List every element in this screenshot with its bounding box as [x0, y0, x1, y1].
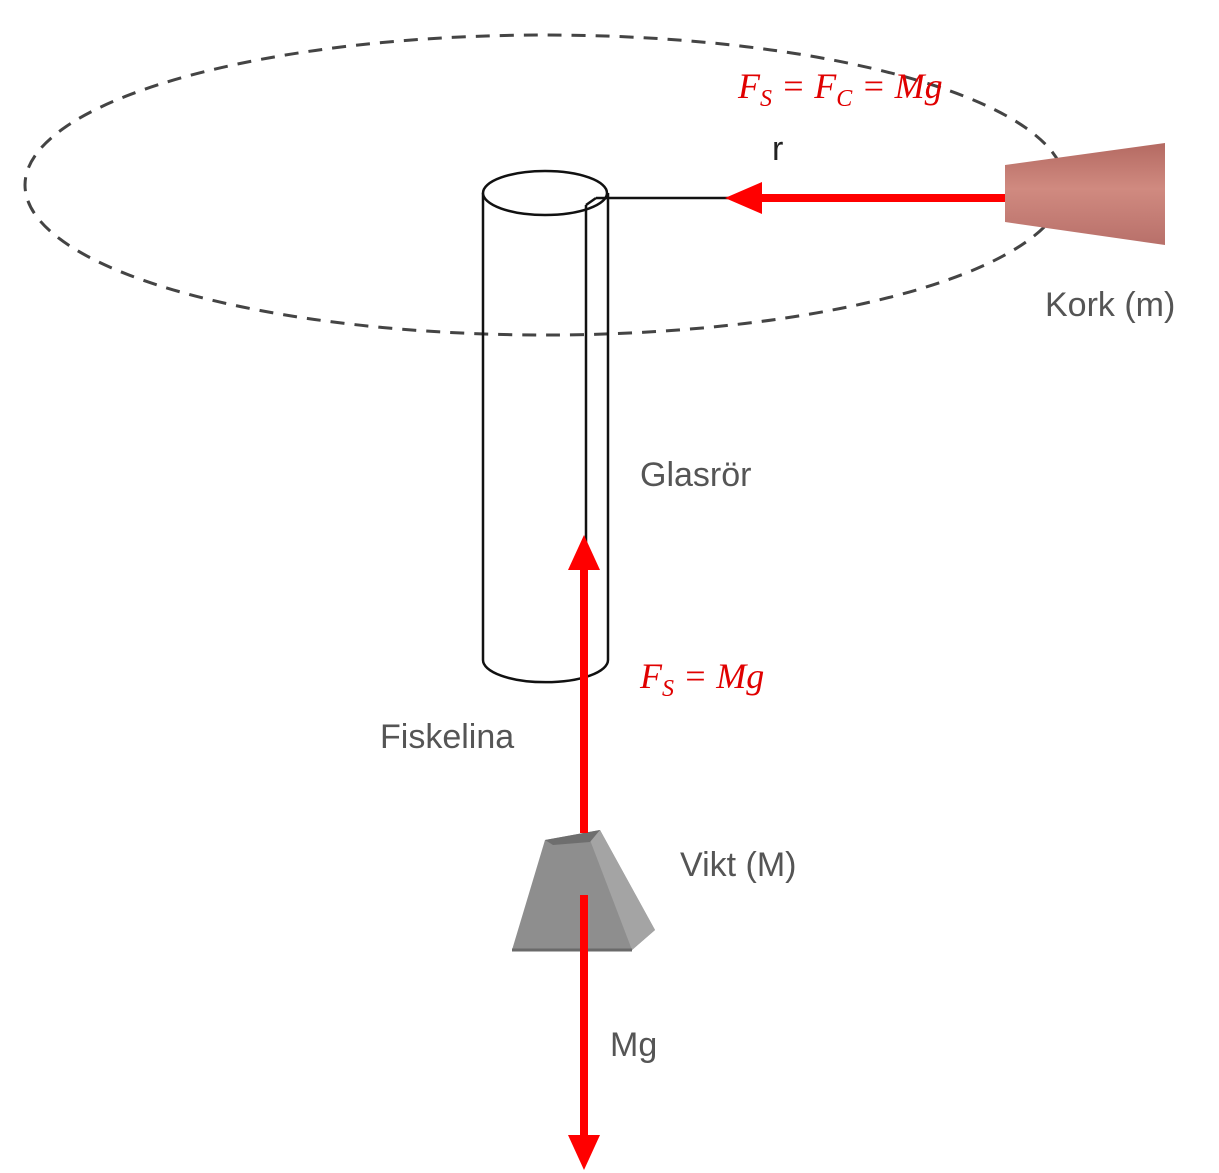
gravity-force-arrow	[568, 895, 600, 1170]
cork-label: Kork (m)	[1045, 286, 1175, 324]
tube-label: Glasrör	[640, 456, 751, 494]
line-label: Fiskelina	[380, 718, 514, 756]
radius-label: r	[772, 130, 783, 168]
weight-label: Vikt (M)	[680, 846, 796, 884]
gravity-label: Mg	[610, 1026, 657, 1064]
equation-tension: FS = Mg	[639, 656, 764, 702]
tension-force-arrow	[568, 535, 600, 833]
weight	[512, 830, 655, 952]
centripetal-force-arrow	[725, 182, 1005, 214]
cork	[1005, 143, 1165, 245]
equation-cork-force: FS = FC = Mg	[737, 66, 943, 112]
glass-tube	[481, 169, 610, 684]
